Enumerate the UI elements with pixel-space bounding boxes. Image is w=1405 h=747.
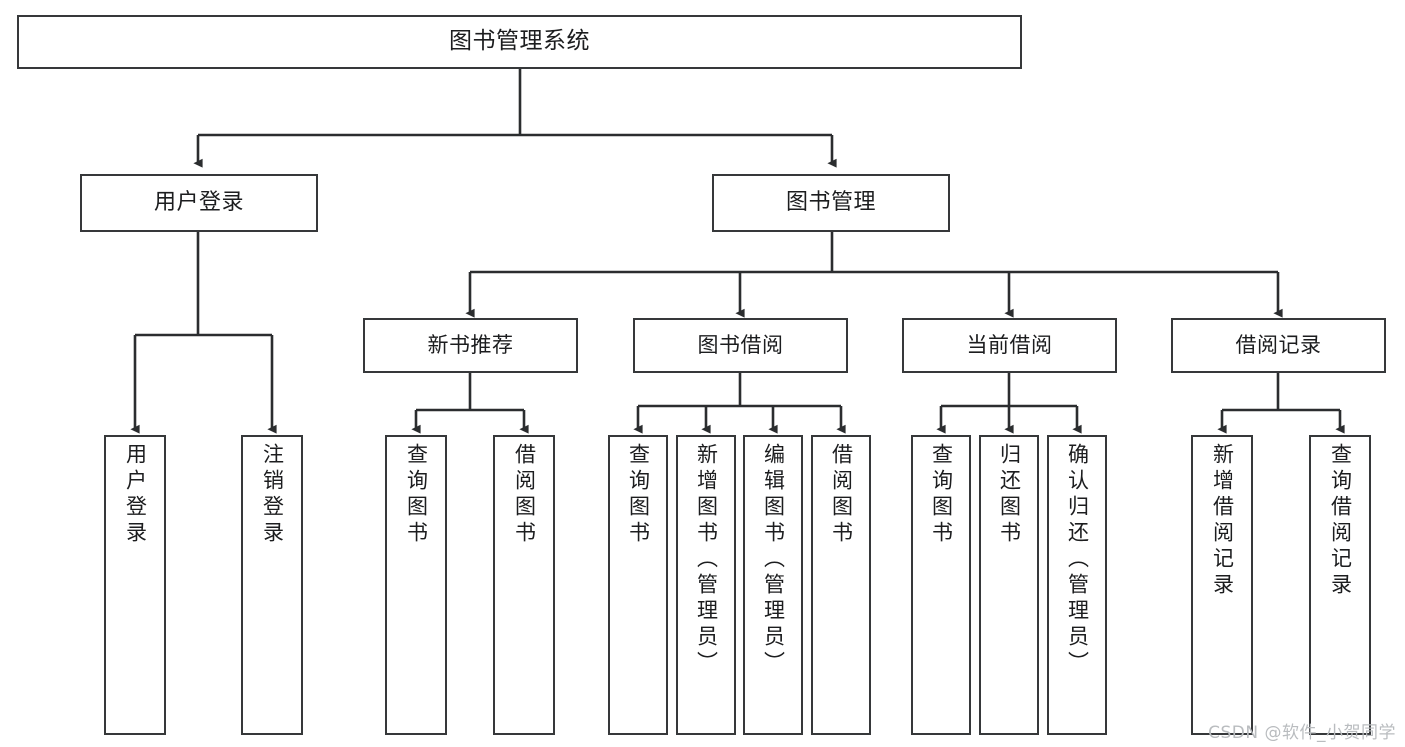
node-new-book-recommend[interactable]: 新书推荐 — [363, 318, 578, 373]
node-label: 用户登录 — [153, 189, 244, 215]
node-label: 借阅图书 — [829, 443, 854, 547]
leaf-current-return-book[interactable]: 归还图书 — [979, 435, 1039, 735]
leaf-borrow-query-book[interactable]: 查询图书 — [608, 435, 668, 735]
leaf-recommend-borrow-book[interactable]: 借阅图书 — [493, 435, 555, 735]
node-label: 新书推荐 — [427, 332, 514, 357]
node-book-borrow[interactable]: 图书借阅 — [633, 318, 848, 373]
node-current-borrow[interactable]: 当前借阅 — [902, 318, 1117, 373]
leaf-user-login-logout[interactable]: 注销登录 — [241, 435, 303, 735]
leaf-borrow-add-book-admin[interactable]: 新增图书（管理员） — [676, 435, 736, 735]
node-label: 查询图书 — [929, 443, 954, 547]
leaf-borrow-edit-book-admin[interactable]: 编辑图书（管理员） — [743, 435, 803, 735]
node-user-login[interactable]: 用户登录 — [80, 174, 318, 232]
node-label: 确认归还（管理员） — [1065, 443, 1090, 677]
leaf-borrow-borrow-book[interactable]: 借阅图书 — [811, 435, 871, 735]
node-label: 图书管理 — [785, 189, 876, 215]
node-label: 图书管理系统 — [449, 28, 590, 55]
node-label: 归还图书 — [997, 443, 1022, 547]
csdn-watermark: CSDN @软件_小贺同学 — [1208, 723, 1396, 743]
leaf-record-add-record[interactable]: 新增借阅记录 — [1191, 435, 1253, 735]
node-label: 注销登录 — [260, 443, 285, 547]
leaf-user-login-login[interactable]: 用户登录 — [104, 435, 166, 735]
node-label: 编辑图书（管理员） — [761, 443, 786, 677]
node-label: 查询借阅记录 — [1328, 443, 1353, 599]
leaf-current-query-book[interactable]: 查询图书 — [911, 435, 971, 735]
node-label: 借阅图书 — [512, 443, 537, 547]
node-label: 查询图书 — [626, 443, 651, 547]
node-label: 当前借阅 — [966, 332, 1053, 357]
node-label: 新增借阅记录 — [1210, 443, 1235, 599]
leaf-recommend-query-book[interactable]: 查询图书 — [385, 435, 447, 735]
node-label: 新增图书（管理员） — [694, 443, 719, 677]
node-label: 查询图书 — [404, 443, 429, 547]
node-label: 用户登录 — [123, 443, 148, 547]
node-label: 借阅记录 — [1235, 332, 1322, 357]
node-label: 图书借阅 — [697, 332, 784, 357]
node-borrow-record[interactable]: 借阅记录 — [1171, 318, 1386, 373]
node-book-management[interactable]: 图书管理 — [712, 174, 950, 232]
node-root-system[interactable]: 图书管理系统 — [17, 15, 1022, 69]
leaf-current-confirm-return-admin[interactable]: 确认归还（管理员） — [1047, 435, 1107, 735]
leaf-record-query-record[interactable]: 查询借阅记录 — [1309, 435, 1371, 735]
